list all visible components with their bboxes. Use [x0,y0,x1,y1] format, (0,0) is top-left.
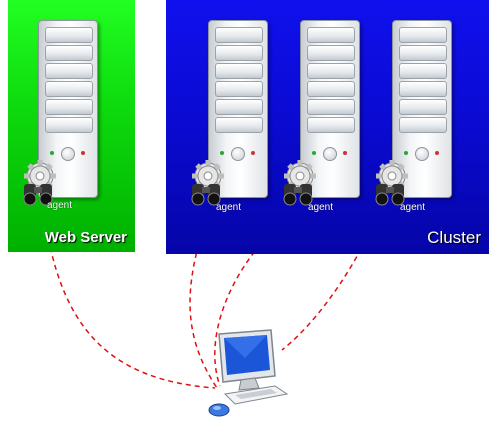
cluster-server-1-icon [208,20,268,198]
agent-label-cluster-3: agent [400,202,426,213]
agent-label-cluster-2: agent [308,202,334,213]
agent-icon-web-server [23,160,56,206]
agent-label-web-server: agent [47,200,73,211]
agent-icon-cluster-1 [191,160,224,206]
cluster-title: Cluster [427,228,481,247]
agent-icon-cluster-3 [375,160,408,206]
agent-icon-cluster-2 [283,160,316,206]
client-computer-icon [208,329,289,417]
web-server-title: Web Server [44,229,127,246]
agent-label-cluster-1: agent [216,202,242,213]
cluster-server-2-icon [300,20,360,198]
cluster-panel: Cluster [166,0,489,254]
web-server-panel: Web Server [8,0,135,252]
